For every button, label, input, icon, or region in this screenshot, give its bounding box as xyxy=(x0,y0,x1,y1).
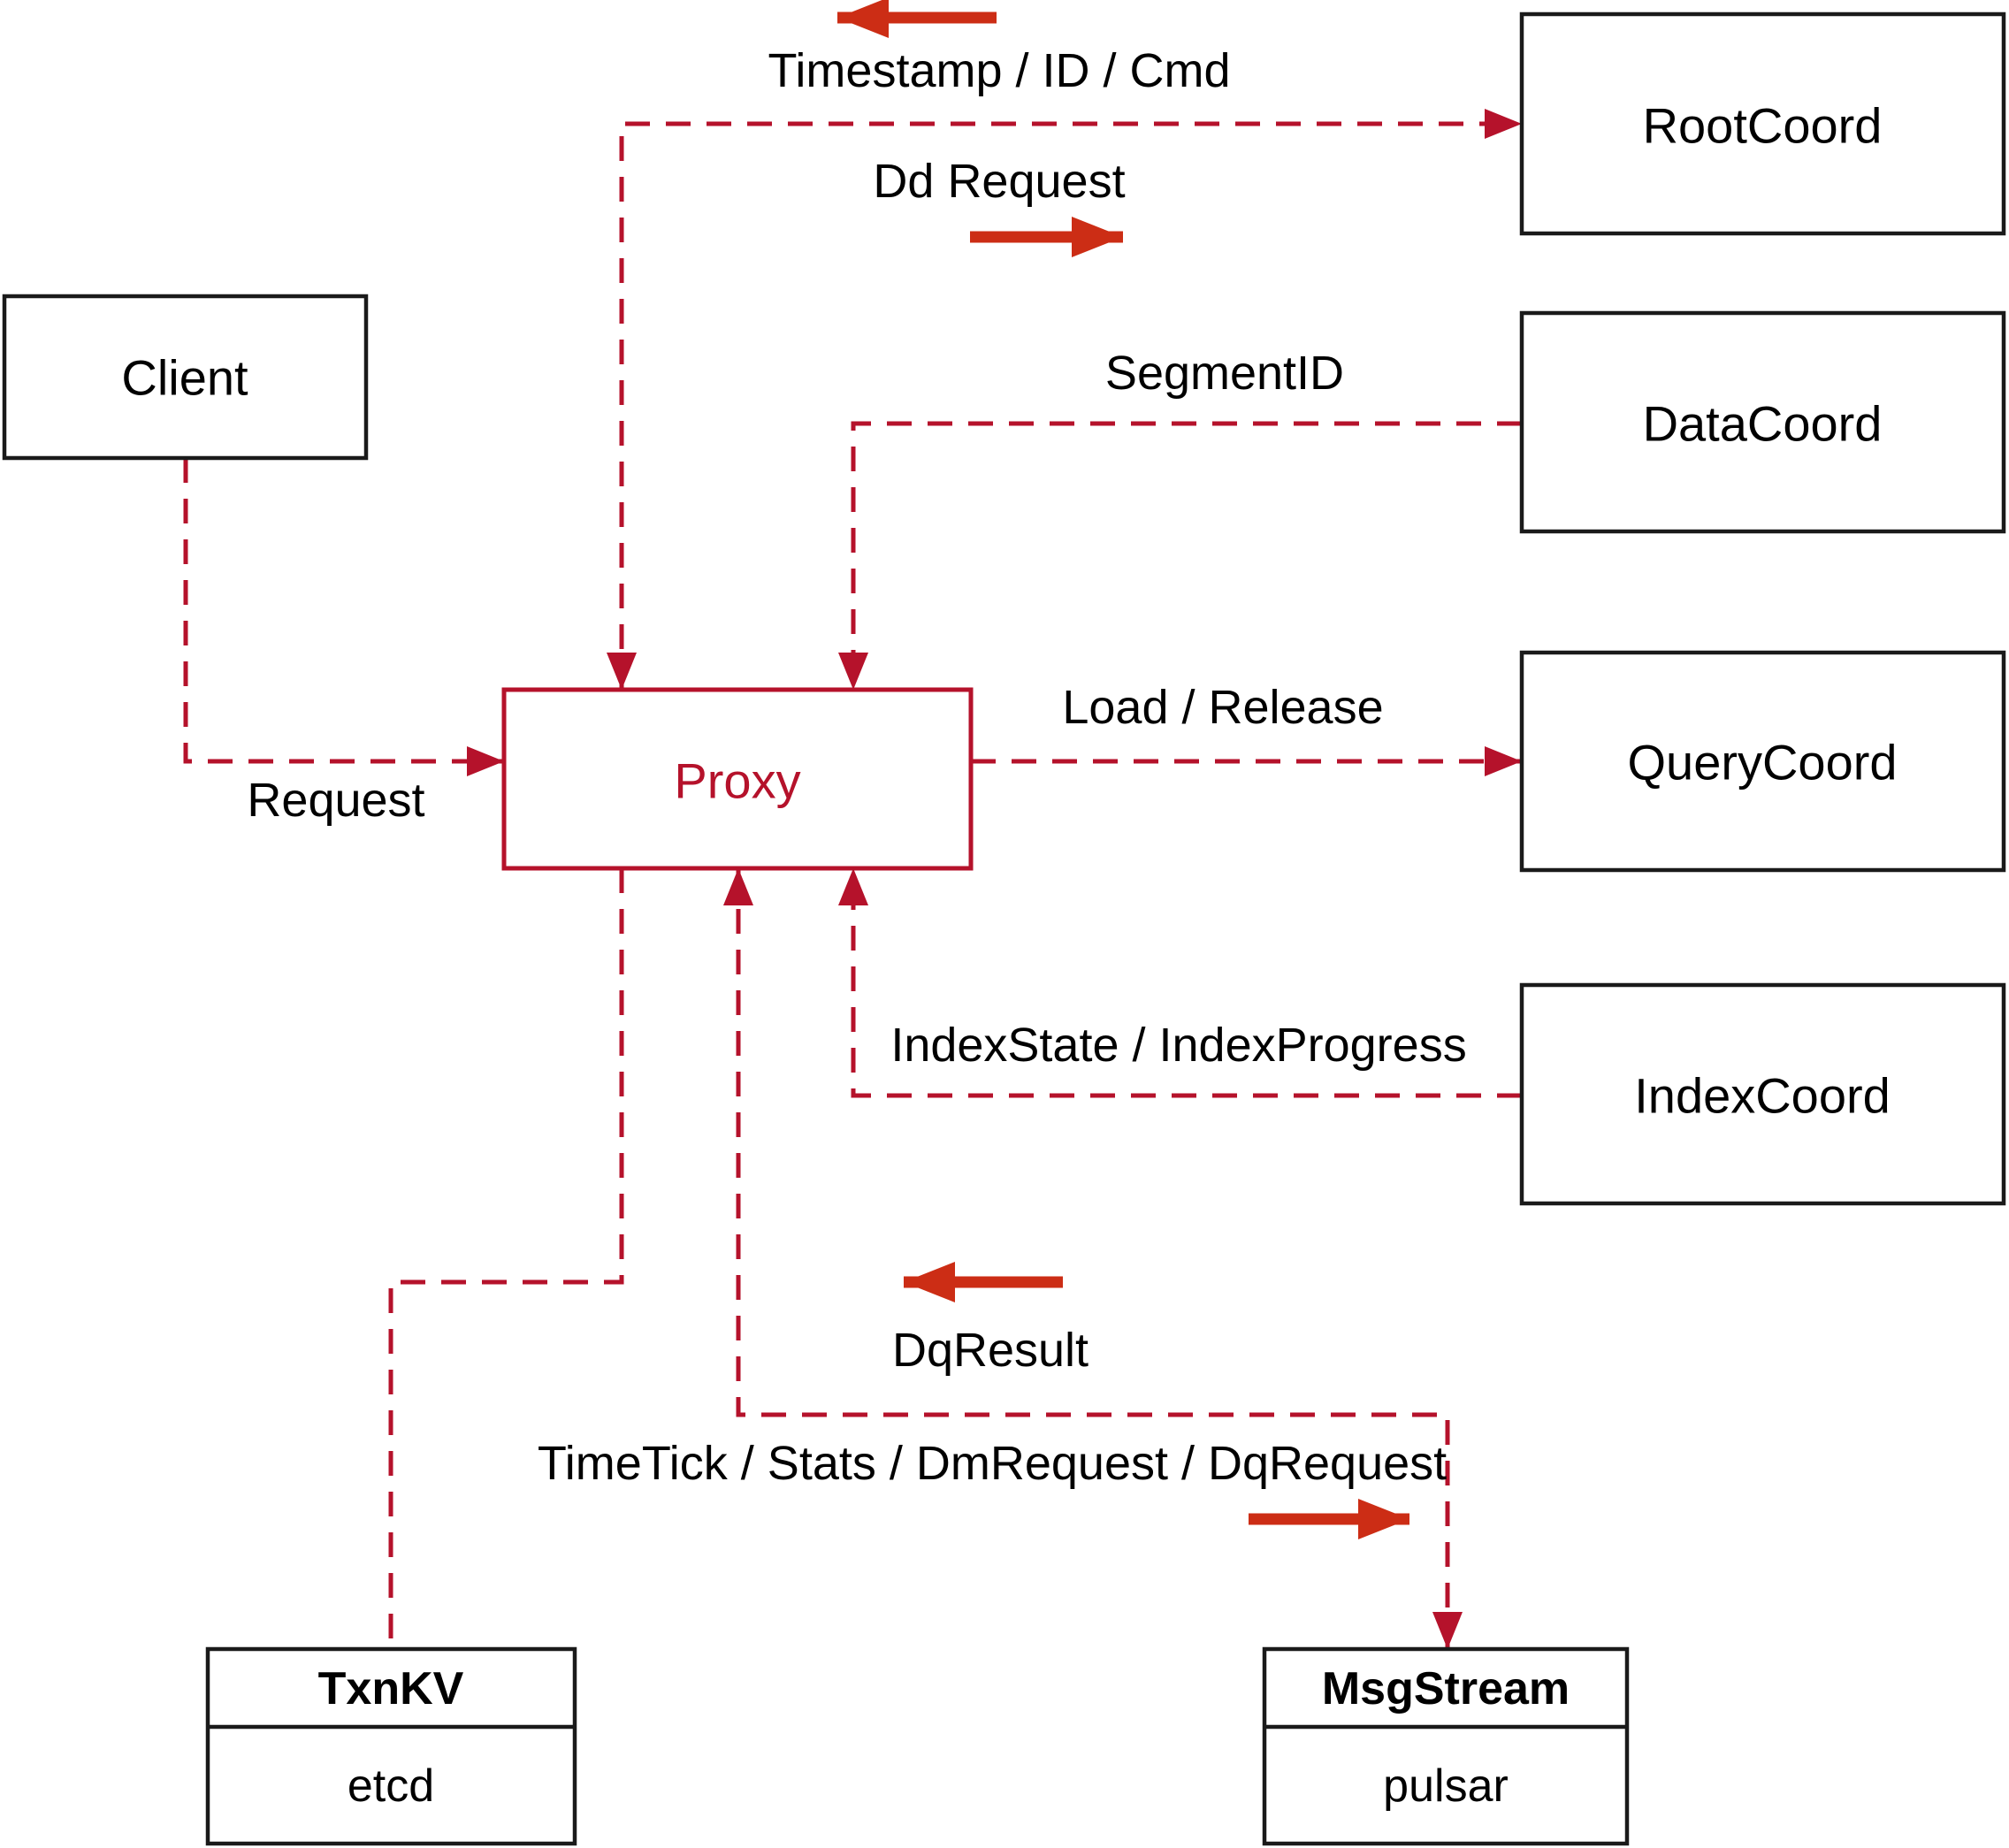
node-indexcoord: IndexCoord xyxy=(1519,982,2006,1206)
msgstream-subtitle: pulsar xyxy=(1383,1760,1509,1812)
rootcoord-box xyxy=(1519,11,2006,236)
node-txnkv: TxnKV etcd xyxy=(205,1646,577,1846)
edge-proxy-txnkv xyxy=(388,868,624,1649)
node-msgstream: MsgStream pulsar xyxy=(1262,1646,1630,1846)
node-querycoord: QueryCoord xyxy=(1519,650,2006,873)
edge-label-load-release: Load / Release xyxy=(1062,681,1383,734)
edge-label-request: Request xyxy=(247,774,424,827)
txnkv-box xyxy=(205,1646,577,1846)
connectors xyxy=(183,109,1522,1649)
datacoord-label: DataCoord xyxy=(1643,396,1883,452)
proxy-label: Proxy xyxy=(674,753,800,809)
edge-proxy-rootcoord xyxy=(607,109,1522,690)
edge-label-index-state: IndexState / IndexProgress xyxy=(890,1019,1466,1072)
edge-label-dq-result: DqResult xyxy=(892,1324,1089,1377)
node-proxy: Proxy xyxy=(501,687,974,871)
edge-proxy-msgstream xyxy=(723,868,1463,1649)
datacoord-box xyxy=(1519,310,2006,534)
querycoord-box xyxy=(1519,650,2006,873)
msgstream-box xyxy=(1262,1646,1630,1846)
querycoord-label: QueryCoord xyxy=(1627,735,1897,790)
direction-arrows xyxy=(837,0,1409,1539)
node-datacoord: DataCoord xyxy=(1519,310,2006,534)
client-label: Client xyxy=(121,350,248,406)
edge-label-segment-id: SegmentID xyxy=(1105,347,1344,400)
edge-label-time-tick: TimeTick / Stats / DmRequest / DqRequest xyxy=(538,1437,1447,1490)
edge-label-timestamp: Timestamp / ID / Cmd xyxy=(768,44,1230,97)
indexcoord-box xyxy=(1519,982,2006,1206)
edge-client-proxy xyxy=(183,458,504,776)
txnkv-title: TxnKV xyxy=(318,1663,464,1714)
msgstream-title: MsgStream xyxy=(1322,1663,1570,1714)
rootcoord-label: RootCoord xyxy=(1643,98,1883,154)
node-client: Client xyxy=(2,294,369,461)
node-rootcoord: RootCoord xyxy=(1519,11,2006,236)
txnkv-subtitle: etcd xyxy=(348,1760,434,1812)
client-box xyxy=(2,294,369,461)
proxy-box xyxy=(501,687,974,871)
edge-datacoord-proxy xyxy=(838,421,1522,690)
edge-label-dd-request: Dd Request xyxy=(873,155,1125,208)
indexcoord-label: IndexCoord xyxy=(1634,1068,1891,1124)
edge-labels: Timestamp / ID / Cmd Dd Request SegmentI… xyxy=(247,44,1466,1490)
